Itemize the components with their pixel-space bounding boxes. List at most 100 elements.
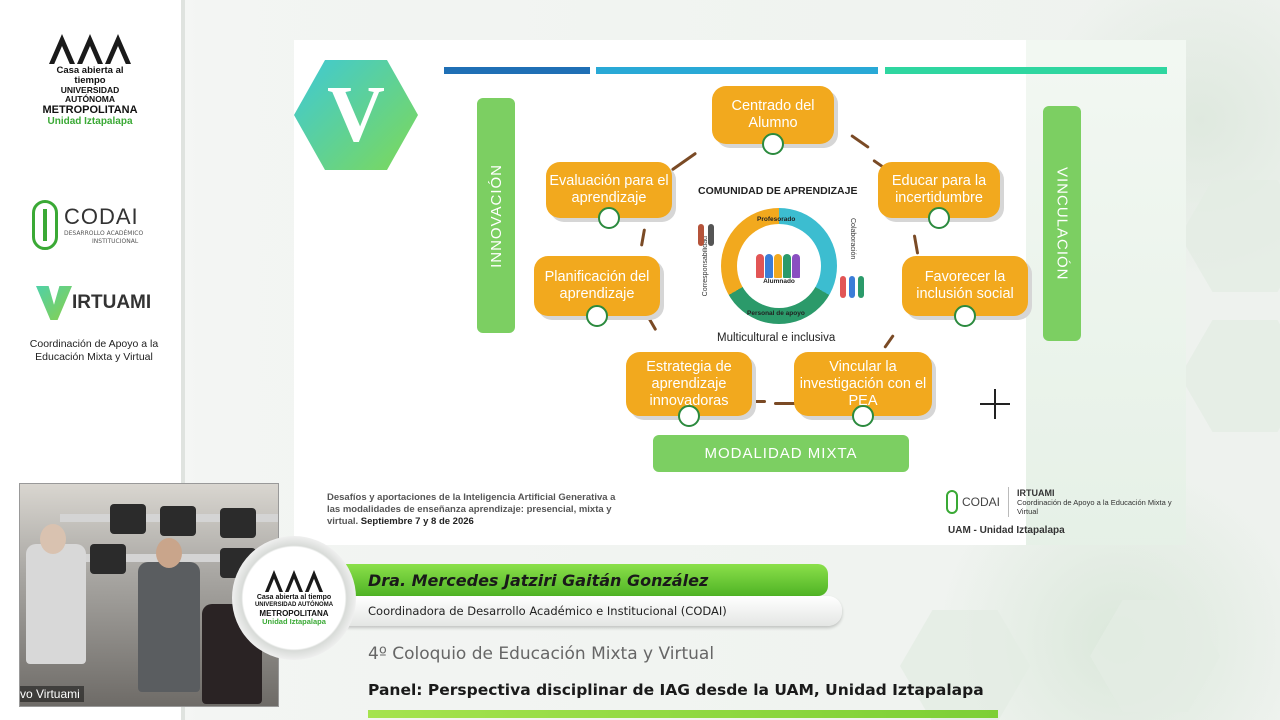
connector [883,334,895,349]
node-estrategia-aprendizaje: Estrategia de aprendizaje innovadoras [626,352,752,427]
node-label: Favorecer la inclusión social [916,269,1014,302]
node-vincular-investigacion: Vincular la investigación con el PEA [794,352,932,427]
coordination-text: Coordinación de Apoyo a la Educación Mix… [29,338,159,363]
attendee [26,544,86,664]
node-dot [852,405,874,427]
speaker-name-bar: Dra. Mercedes Jatziri Gaitán González [346,564,828,596]
codai-icon [32,200,58,250]
footer-description: Desafíos y aportaciones de la Inteligenc… [327,492,616,527]
footer-virtuami-subtitle: Coordinación de Apoyo a la Educación Mix… [1016,498,1172,516]
uam-mark-icon [265,570,323,592]
node-dot [928,207,950,229]
codai-subtitle: INSTITUCIONAL [92,238,139,245]
node-planificacion: Planificación del aprendizaje [534,256,660,327]
ring-label-top: Profesorado [757,216,796,223]
node-label: Estrategia de aprendizaje innovadoras [646,358,732,409]
speaker-role: Coordinadora de Desarrollo Académico e I… [368,604,727,618]
community-ring: Profesorado Alumnado Personal de apoyo [721,208,837,324]
virtuami-name: IRTUAMI [72,292,152,313]
ring-label-middle: Alumnado [763,277,795,285]
accent-line [368,710,998,718]
node-dot [598,207,620,229]
footer-campus: UAM - Unidad Iztapalapa [948,525,1065,536]
virtuami-logo: IRTUAMI [36,286,151,320]
webcam-label: vo Virtuami [20,686,84,702]
connector [646,315,658,332]
top-bar-cyan [596,67,878,74]
top-bar-teal [885,67,1167,74]
attendee [138,562,200,692]
v-badge-icon: V [294,60,418,170]
uam-logo-line: METROPOLITANA [259,609,329,618]
node-label: Centrado del Alumno [731,98,815,131]
codai-logo: CODAI DESARROLLO ACADÉMICO INSTITUCIONAL [32,200,143,250]
modality-label: MODALIDAD MIXTA [704,445,858,462]
node-label: Educar para la incertidumbre [891,173,987,206]
footer-dates: Septiembre 7 y 8 de 2026 [360,516,474,527]
footer-codai-name: CODAI [962,495,1001,509]
community-subtitle: Multicultural e inclusiva [717,332,836,344]
community-title: COMUNIDAD DE APRENDIZAJE [698,185,858,197]
colaboracion-label: Colaboración [849,218,856,260]
chair [220,508,256,538]
attendee-head [40,524,66,554]
event-title: 4º Coloquio de Educación Mixta y Virtual [368,644,715,664]
modality-pill: MODALIDAD MIXTA [653,435,909,472]
node-centrado-alumno: Centrado del Alumno [712,86,834,155]
codai-subtitle: DESARROLLO ACADÉMICO [64,230,144,237]
footer-logos: CODAI IRTUAMI Coordinación de Apoyo a la… [946,487,1186,517]
connector [754,400,766,403]
slide-footer-text: Desafíos y aportaciones de la Inteligenc… [327,492,627,528]
node-label: Evaluación para el aprendizaje [549,173,669,206]
uam-logo: Casa abierta al tiempo UNIVERSIDAD AUTÓN… [40,34,140,127]
top-bar-blue [444,67,590,74]
codai-icon [946,490,958,514]
node-dot [954,305,976,327]
uam-logo-line: UNIVERSIDAD AUTÓNOMA [254,602,334,608]
node-dot [678,405,700,427]
connector [639,228,647,247]
presentation-slide: V INNOVACIÓN VINCULACIÓN MODALIDAD MIXTA… [294,40,1186,545]
node-dot [762,133,784,155]
vinculation-pill: VINCULACIÓN [1043,106,1081,341]
chair [90,544,126,574]
uam-mark-icon [40,34,140,64]
speaker-name: Dra. Mercedes Jatziri Gaitán González [368,570,709,590]
uam-logo-line: UNIVERSIDAD AUTÓNOMA [60,85,120,104]
connector [850,133,870,150]
speaker-role-bar: Coordinadora de Desarrollo Académico e I… [346,596,842,626]
uam-logo-line: METROPOLITANA [42,104,138,116]
uam-logo-line: Casa abierta al tiempo [56,65,124,86]
node-label: Planificación del aprendizaje [544,269,650,302]
innovation-label: INNOVACIÓN [487,163,505,268]
node-evaluacion: Evaluación para el aprendizaje [546,162,672,229]
chair [160,506,196,536]
students-icon [754,248,804,278]
node-educar-incertidumbre: Educar para la incertidumbre [878,162,1000,229]
connector [774,402,796,405]
divider [1008,487,1009,517]
attendee-head [156,538,182,568]
innovation-pill: INNOVACIÓN [477,98,515,333]
uam-logo-line: Unidad Iztapalapa [262,617,326,626]
node-dot [586,305,608,327]
connector [670,151,698,172]
ring-label-bottom: Personal de apoyo [747,310,805,317]
uam-circle-logo: Casa abierta al tiempo UNIVERSIDAD AUTÓN… [232,536,356,660]
footer-virtuami-logo: IRTUAMI Coordinación de Apoyo a la Educa… [1017,488,1186,516]
crosshair-cursor-icon [980,389,1010,419]
footer-codai-logo: CODAI [946,490,1000,514]
node-label: Vincular la investigación con el PEA [799,358,927,409]
codai-name: CODAI [64,204,139,229]
teachers-icon [694,212,724,246]
chair [110,504,146,534]
v-icon [36,286,72,320]
staff-icon [838,264,868,298]
node-inclusion-social: Favorecer la inclusión social [902,256,1028,327]
ring-center: Alumnado [737,224,821,308]
vinculation-label: VINCULACIÓN [1053,166,1071,281]
uam-logo-line: Casa abierta al tiempo [256,594,332,601]
connector [912,234,920,255]
panel-title: Panel: Perspectiva disciplinar de IAG de… [368,681,984,699]
footer-virtuami-name: IRTUAMI [1016,488,1055,498]
